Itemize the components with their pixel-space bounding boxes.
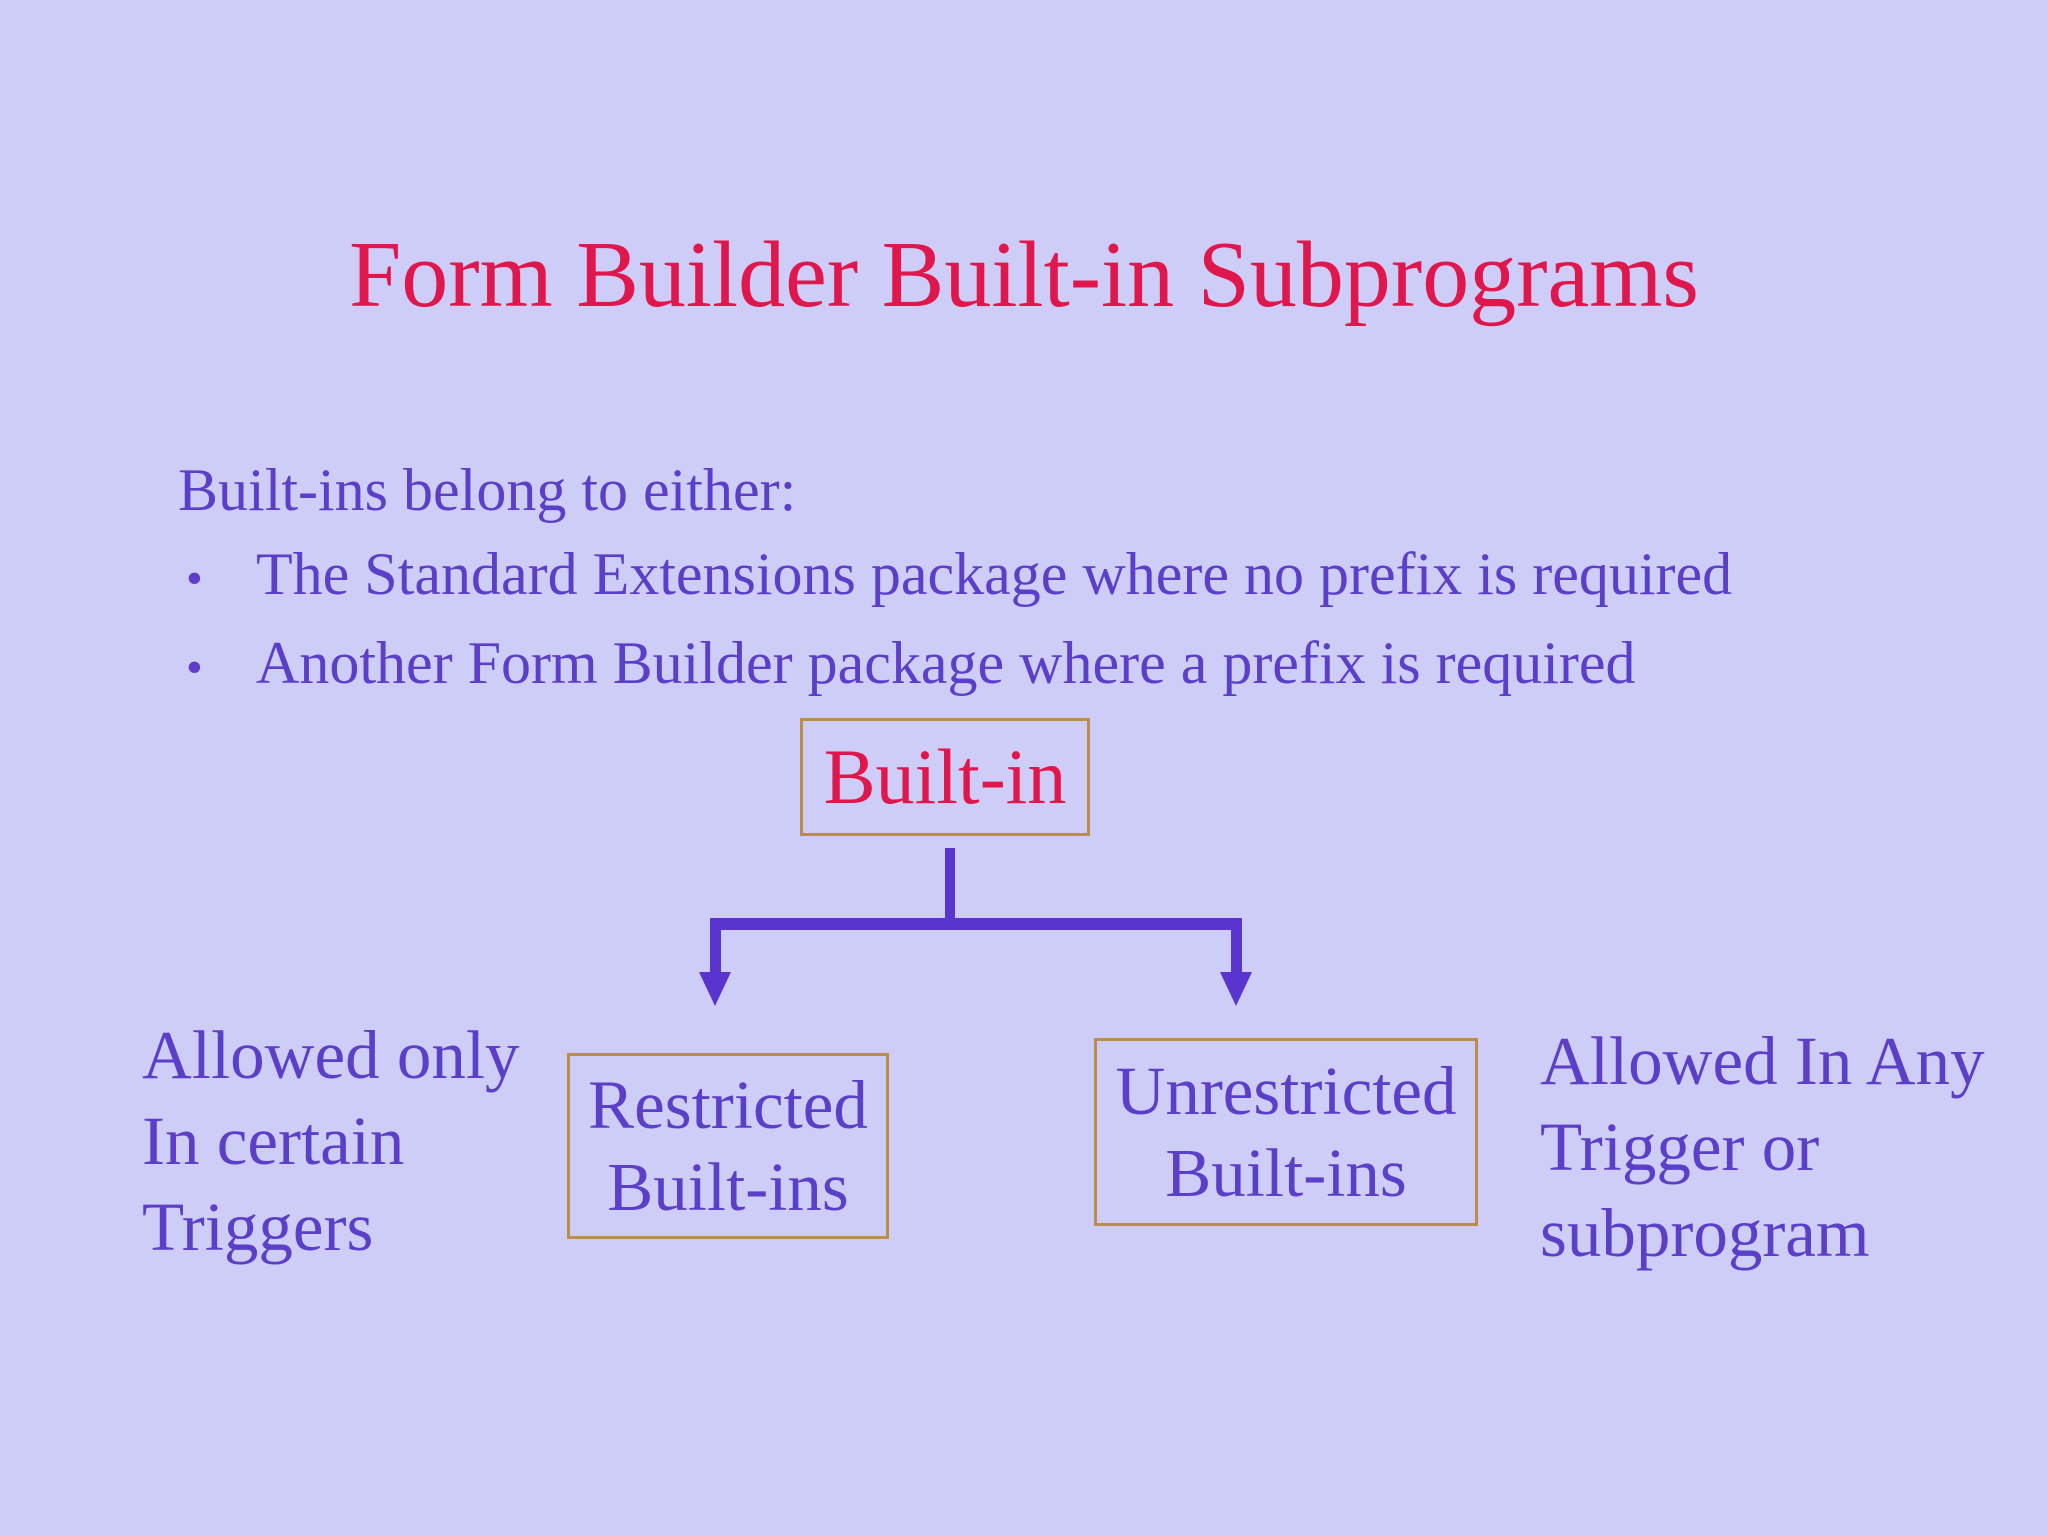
unrestricted-label-line2: Built-ins — [1165, 1135, 1407, 1211]
unrestricted-box: Unrestricted Built-ins — [1094, 1038, 1478, 1226]
right-annotation: Allowed In Any Trigger or subprogram — [1540, 1018, 1985, 1276]
restricted-label-line2: Built-ins — [607, 1149, 849, 1225]
bullet-text: Another Form Builder package where a pre… — [256, 630, 1636, 696]
body-text-block: Built-ins belong to either: • The Standar… — [178, 448, 1732, 710]
left-annotation-line: Triggers — [142, 1189, 374, 1265]
right-annotation-line: Allowed In Any — [1540, 1023, 1985, 1099]
bullet-marker: • — [186, 552, 203, 605]
left-annotation-line: Allowed only — [142, 1017, 520, 1093]
connector-left-drop — [710, 918, 721, 974]
bullet-item: • Another Form Builder package where a pr… — [178, 621, 1732, 710]
down-arrow-icon — [1220, 972, 1252, 1006]
slide-title: Form Builder Built-in Subprograms — [349, 223, 1699, 327]
connector-crossbar — [710, 918, 1242, 930]
left-annotation-line: In certain — [142, 1103, 405, 1179]
bullet-marker: • — [186, 641, 203, 694]
restricted-box: Restricted Built-ins — [567, 1053, 889, 1239]
bullet-item: • The Standard Extensions package where n… — [178, 532, 1732, 621]
left-annotation: Allowed only In certain Triggers — [142, 1012, 520, 1270]
bullet-text: The Standard Extensions package where no… — [256, 541, 1733, 607]
down-arrow-icon — [699, 972, 731, 1006]
unrestricted-label-line1: Unrestricted — [1115, 1053, 1457, 1129]
builtin-root-box: Built-in — [800, 718, 1090, 836]
builtin-root-label: Built-in — [823, 733, 1067, 820]
connector-stem — [945, 848, 955, 918]
right-annotation-line: subprogram — [1540, 1195, 1870, 1271]
right-annotation-line: Trigger or — [1540, 1109, 1820, 1185]
restricted-label-line1: Restricted — [588, 1067, 868, 1143]
intro-line: Built-ins belong to either: — [178, 457, 797, 523]
connector-right-drop — [1231, 918, 1242, 974]
